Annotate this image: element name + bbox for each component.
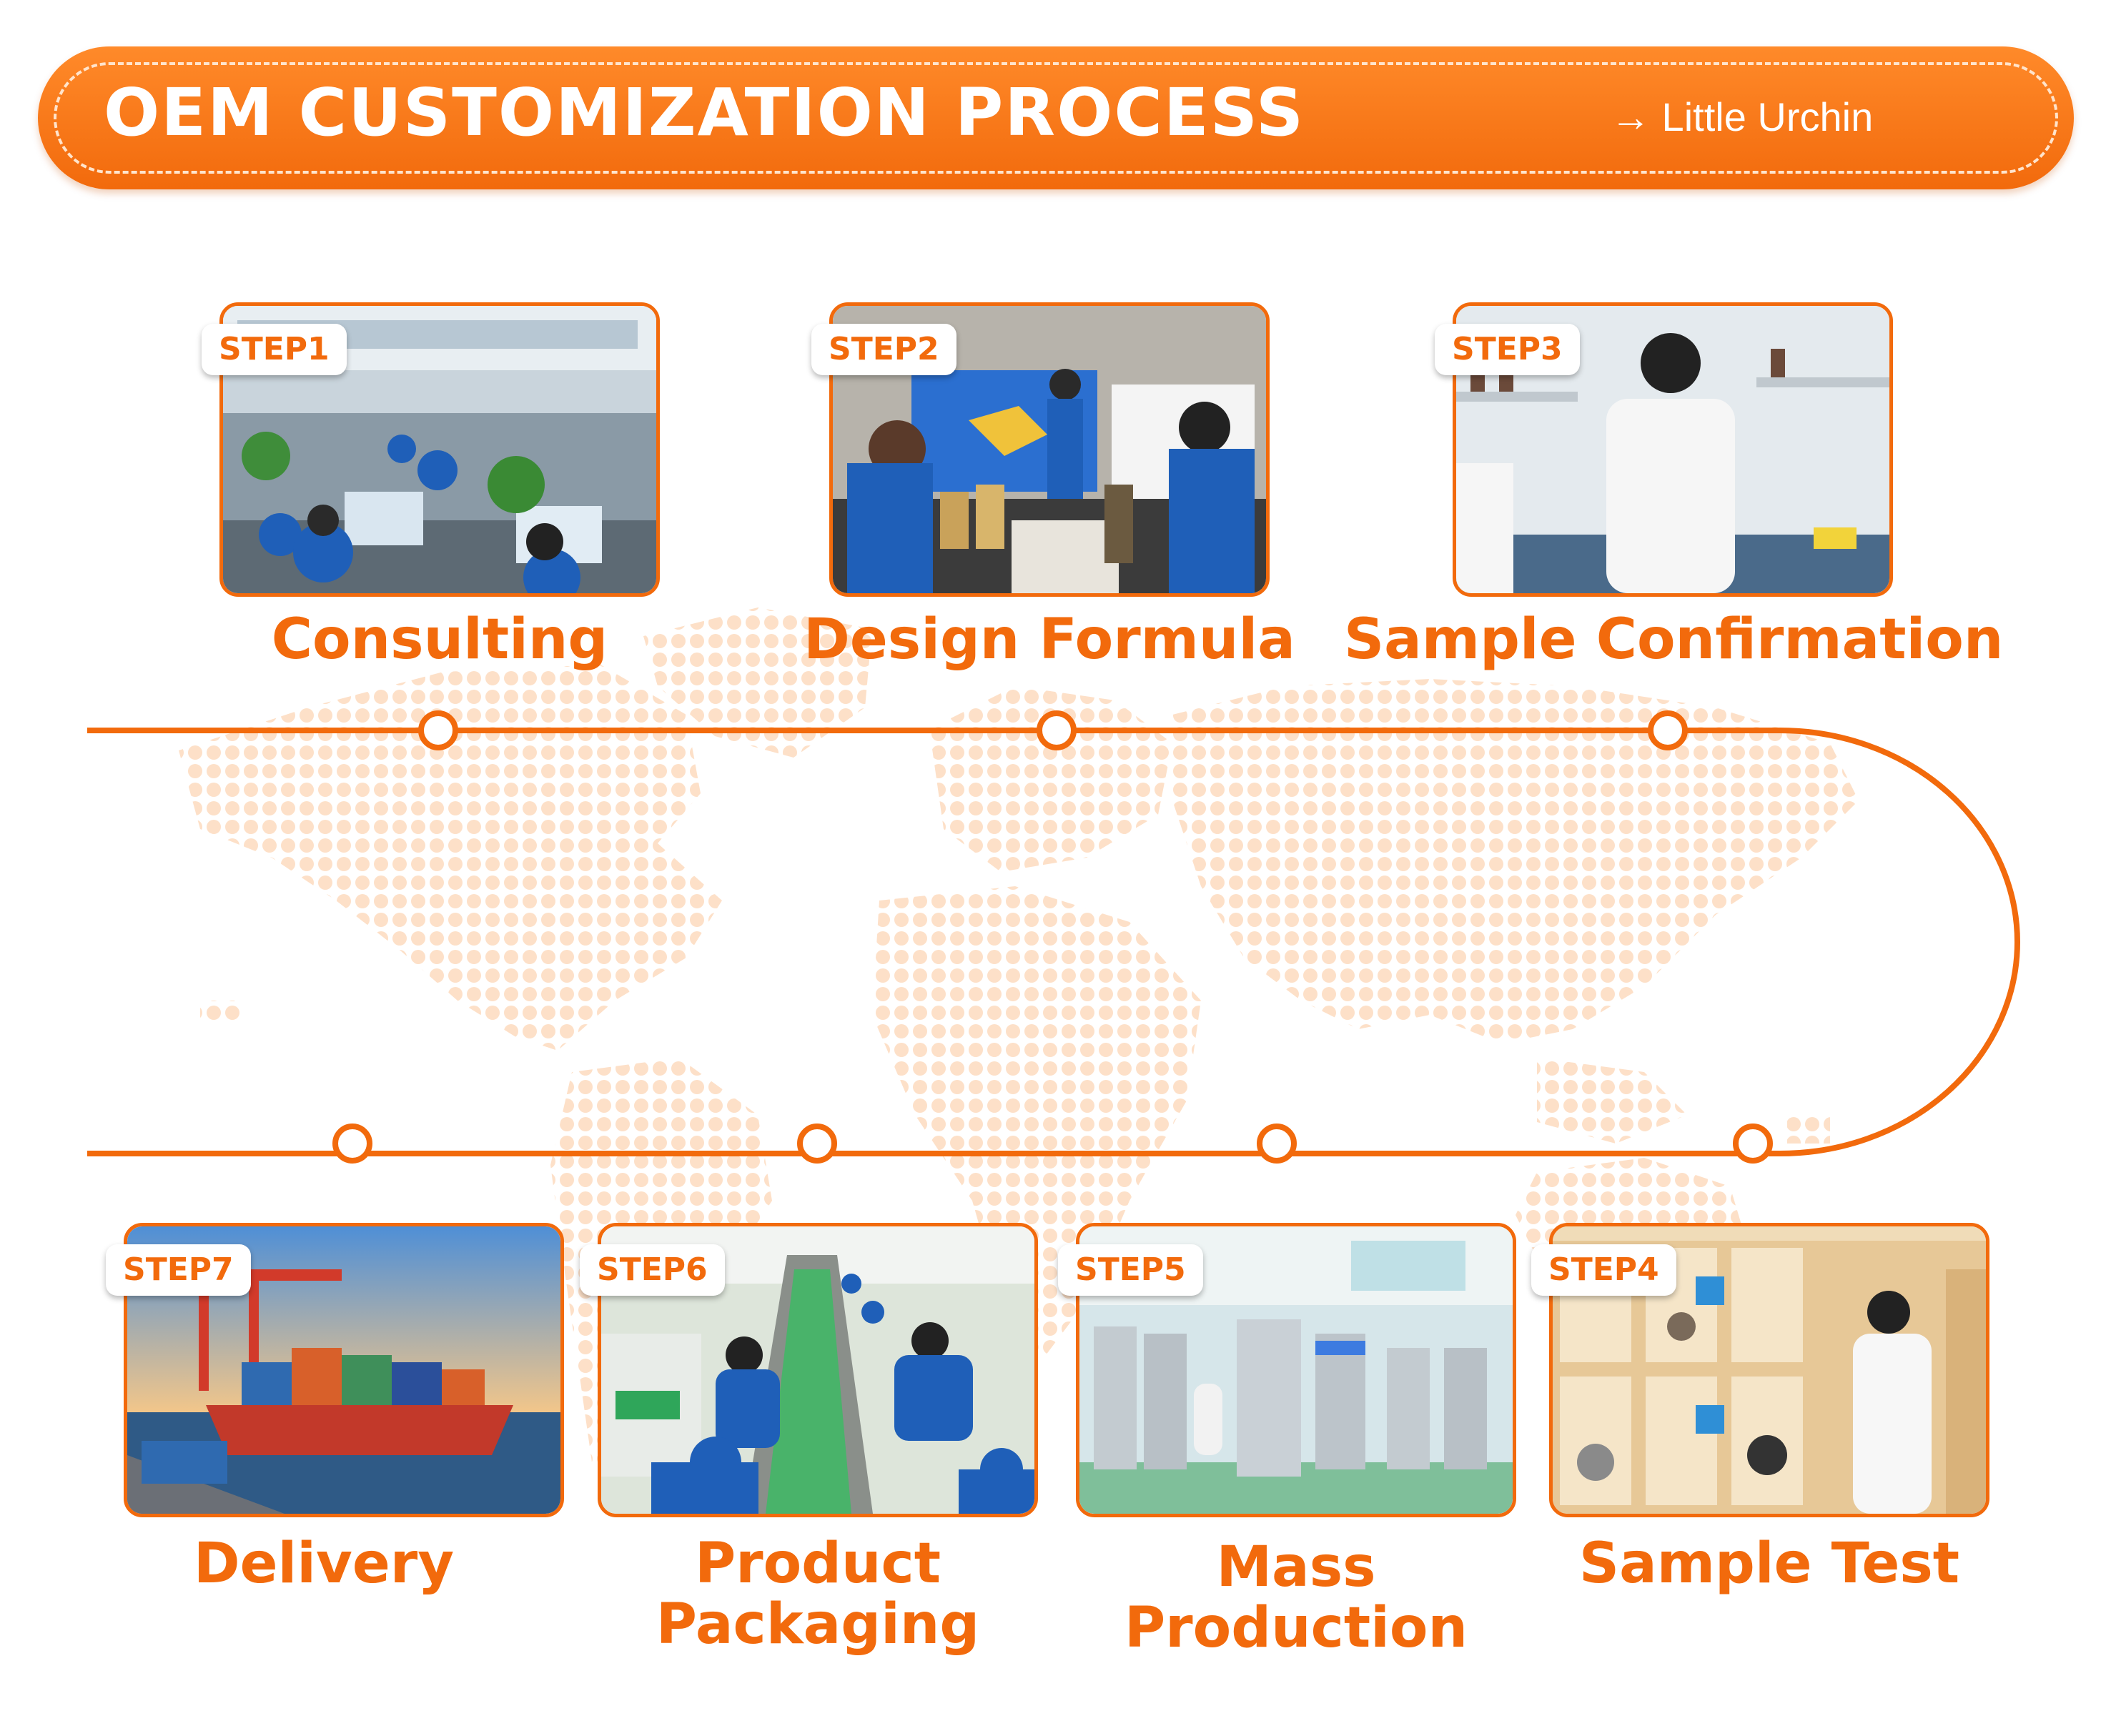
step6-label-line1: Product: [694, 1532, 941, 1596]
step3-label: Sample Confirmation: [1344, 607, 2004, 672]
step4-photo: [1549, 1223, 1989, 1517]
step1-label: Consulting: [271, 607, 608, 672]
timeline-node-step7: [332, 1124, 372, 1164]
step5-label-line2: Production: [1124, 1596, 1468, 1660]
step1-tag: STEP1: [202, 324, 347, 375]
step5-tag: STEP5: [1058, 1244, 1203, 1296]
step4-label: Sample Test: [1578, 1532, 1960, 1596]
timeline-node-step1: [418, 710, 458, 750]
header-banner: OEM CUSTOMIZATION PROCESS → Little Urchi…: [38, 46, 2074, 189]
step1-photo: [219, 302, 660, 597]
step4-tag: STEP4: [1531, 1244, 1676, 1296]
brand-link[interactable]: → Little Urchin: [1611, 94, 1874, 139]
step2-tag: STEP2: [811, 324, 956, 375]
timeline-node-step5: [1257, 1124, 1297, 1164]
page-title: OEM CUSTOMIZATION PROCESS: [104, 74, 1305, 151]
step5-photo: [1076, 1223, 1516, 1517]
step7-photo: [124, 1223, 564, 1517]
timeline-node-step4: [1733, 1124, 1773, 1164]
banner-dashed-border: [54, 62, 2058, 174]
step3-tag: STEP3: [1435, 324, 1580, 375]
timeline-node-step3: [1648, 710, 1688, 750]
timeline-node-step6: [797, 1124, 837, 1164]
step2-photo: [829, 302, 1270, 597]
step2-label: Design Formula: [804, 607, 1295, 672]
step6-label-line2: Packaging: [656, 1592, 980, 1657]
step7-label: Delivery: [193, 1532, 455, 1596]
step5-label-line1: Mass: [1216, 1535, 1376, 1599]
timeline-node-step2: [1037, 710, 1077, 750]
step6-tag: STEP6: [580, 1244, 725, 1296]
step7-tag: STEP7: [106, 1244, 251, 1296]
timeline-path: [87, 728, 2020, 1156]
step6-photo: [598, 1223, 1038, 1517]
